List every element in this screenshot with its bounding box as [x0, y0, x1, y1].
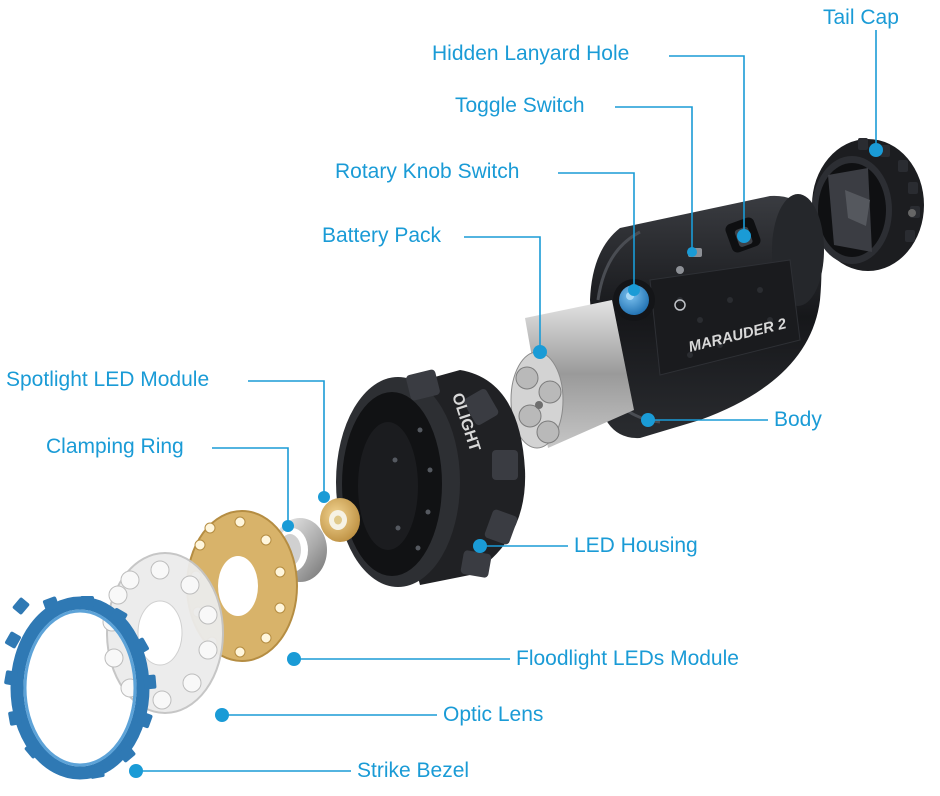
label-clamping-ring: Clamping Ring	[46, 435, 184, 458]
callout-body: Body	[641, 408, 822, 431]
callout-toggle-switch: Toggle Switch	[455, 94, 697, 257]
label-body: Body	[774, 408, 822, 431]
led-housing-part: OLIGHT	[336, 369, 526, 587]
callout-strike-bezel: Strike Bezel	[129, 759, 469, 782]
callout-hidden-lanyard-hole: Hidden Lanyard Hole	[432, 42, 751, 243]
tail-cap-part	[812, 138, 924, 271]
callout-battery-pack: Battery Pack	[322, 224, 547, 359]
marker-clamping-ring	[282, 520, 294, 532]
label-battery-pack: Battery Pack	[322, 224, 442, 247]
label-toggle-switch: Toggle Switch	[455, 94, 585, 117]
callout-spotlight-led-module: Spotlight LED Module	[6, 368, 330, 503]
callout-rotary-knob-switch: Rotary Knob Switch	[335, 160, 640, 296]
marker-rotary-knob-switch	[628, 284, 640, 296]
body-part: MARAUDER 2	[590, 194, 824, 439]
label-optic-lens: Optic Lens	[443, 703, 543, 726]
battery-pack-part	[510, 300, 634, 449]
label-led-housing: LED Housing	[574, 534, 698, 557]
leader-battery-pack	[464, 236, 541, 352]
marker-floodlight-leds-module	[287, 652, 301, 666]
marker-tail-cap	[869, 143, 883, 157]
marker-hidden-lanyard-hole	[737, 229, 751, 243]
label-strike-bezel: Strike Bezel	[357, 759, 469, 782]
marker-strike-bezel	[129, 764, 143, 778]
label-rotary-knob-switch: Rotary Knob Switch	[335, 160, 519, 183]
leader-spotlight-led-module	[248, 380, 325, 497]
callout-floodlight-leds-module: Floodlight LEDs Module	[287, 647, 739, 670]
marker-optic-lens	[215, 708, 229, 722]
leader-rotary-knob-switch	[558, 172, 635, 290]
callout-tail-cap: Tail Cap	[823, 6, 899, 157]
leader-hidden-lanyard-hole	[669, 55, 745, 236]
spotlight-led-module-part	[320, 498, 360, 542]
label-tail-cap: Tail Cap	[823, 6, 899, 29]
marker-led-housing	[473, 539, 487, 553]
label-spotlight-led-module: Spotlight LED Module	[6, 368, 209, 391]
callout-led-housing: LED Housing	[473, 534, 698, 557]
strike-bezel-part	[4, 596, 157, 780]
marker-body	[641, 413, 655, 427]
marker-toggle-switch	[687, 247, 697, 257]
leader-toggle-switch	[615, 106, 693, 252]
label-floodlight-leds-module: Floodlight LEDs Module	[516, 647, 739, 670]
marker-battery-pack	[533, 345, 547, 359]
leader-clamping-ring	[212, 447, 289, 526]
callout-clamping-ring: Clamping Ring	[46, 435, 294, 532]
label-hidden-lanyard-hole: Hidden Lanyard Hole	[432, 42, 629, 65]
marker-spotlight-led-module	[318, 491, 330, 503]
callout-optic-lens: Optic Lens	[215, 703, 543, 726]
